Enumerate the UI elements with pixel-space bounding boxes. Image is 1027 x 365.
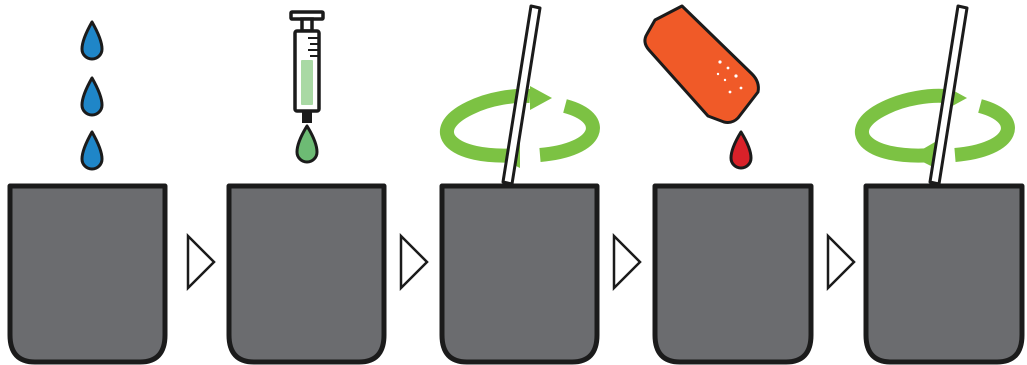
stir-icon bbox=[855, 4, 1015, 186]
stir-icon bbox=[440, 4, 600, 186]
beaker-3 bbox=[439, 183, 600, 365]
beaker-4 bbox=[652, 183, 814, 365]
green-drop bbox=[295, 124, 319, 164]
water-drop bbox=[80, 76, 104, 117]
step-arrow-2 bbox=[399, 232, 429, 292]
red-drop bbox=[729, 130, 753, 170]
beaker-1 bbox=[7, 183, 168, 365]
water-drops-icon bbox=[80, 20, 104, 171]
beaker-5 bbox=[863, 183, 1025, 365]
syringe-icon bbox=[289, 10, 325, 123]
water-drop bbox=[80, 20, 104, 61]
step-arrow-1 bbox=[186, 232, 216, 292]
step-arrow-3 bbox=[612, 232, 642, 292]
beaker-2 bbox=[226, 183, 387, 365]
bottle-icon bbox=[643, 4, 760, 124]
step-arrow-4 bbox=[826, 232, 856, 292]
water-drop bbox=[80, 130, 104, 171]
